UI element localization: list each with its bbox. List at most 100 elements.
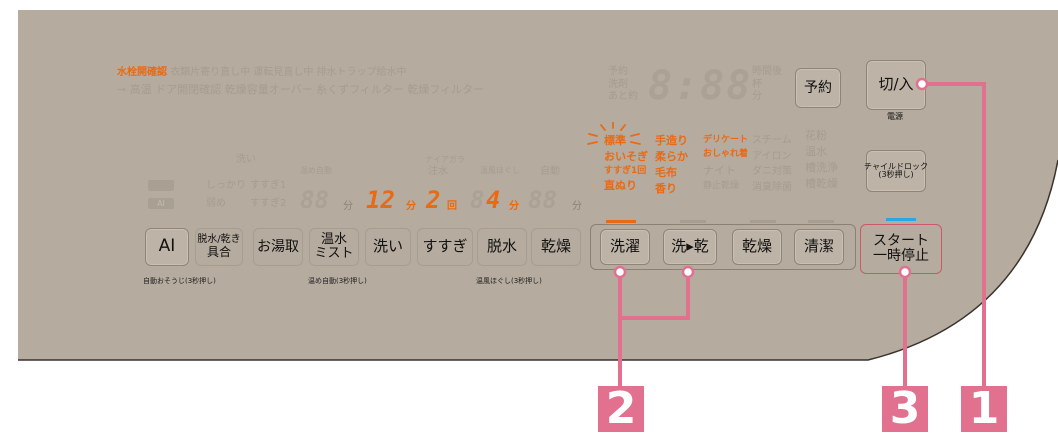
- digit-rinse-count: 2: [426, 186, 441, 214]
- display-label-detergent: 洗剤: [608, 78, 628, 90]
- indicator-start: [886, 218, 916, 221]
- course-tub-wash: 槽洗浄: [805, 160, 838, 174]
- course-quick: おいそぎ: [604, 149, 648, 163]
- unit-min-spin: 分: [509, 201, 519, 212]
- status-dry-filter: 乾燥フィルター: [407, 83, 485, 96]
- ai-sublabel: 自動おそうじ(3秒押し): [143, 277, 216, 285]
- child-lock-label: チャイルドロック: [864, 161, 928, 171]
- course-iron: アイロン: [752, 150, 792, 162]
- unit-min-wash: 分: [406, 201, 416, 212]
- display-label-reserve: 予約: [608, 66, 628, 77]
- course-col-4: スチーム アイロン ダニ対策 消臭除菌: [752, 133, 792, 195]
- child-lock-hint: (3秒押し): [878, 170, 914, 179]
- digit-spin-tens: 8: [470, 186, 485, 214]
- spin-dry-level-label-bot: 具合: [206, 244, 231, 259]
- power-sublabel: 電源: [887, 112, 903, 121]
- indicator-wash-dry: [680, 220, 706, 223]
- ai-button[interactable]: AI: [145, 228, 189, 266]
- status-lint-filter: 糸くずフィルター: [316, 83, 404, 96]
- label-rinse2: すすぎ2: [250, 198, 287, 209]
- course-col-2: 手造り 柔らか 毛布 香り: [655, 133, 688, 197]
- status-high-temp: 高温: [129, 83, 152, 96]
- digit-temp-dim: 88: [300, 186, 329, 214]
- label-wash: 洗い: [236, 154, 256, 165]
- course-col-5: 花粉 温水 槽洗浄 槽乾燥: [805, 128, 838, 192]
- label-thorough: しっかり: [206, 180, 246, 191]
- spin-dry-level-button[interactable]: 脱水/乾き 具合: [195, 228, 243, 266]
- course-warm-water: 温水: [805, 144, 827, 158]
- course-handmade: 手造り: [655, 134, 688, 147]
- digit-dry-dim: 88: [528, 186, 557, 214]
- course-static-dry: 静止乾燥: [703, 181, 740, 192]
- course-direct: 直ぬり: [604, 178, 637, 192]
- wash-button[interactable]: 洗い: [365, 228, 411, 266]
- warm-mist-label-bot: ミスト: [314, 246, 354, 261]
- status-drain-trap: 排水トラップ給水中: [316, 67, 407, 78]
- key-icon: ⊸: [117, 83, 127, 96]
- warm-air-sublabel: 温風ほぐし(3秒押し): [476, 277, 542, 285]
- child-lock-button[interactable]: チャイルドロック (3秒押し): [864, 150, 928, 192]
- warm-mist-label-top: 温水: [320, 232, 347, 248]
- status-operation-review: 運転見直し中: [253, 67, 314, 78]
- time-display: 8:88: [648, 63, 753, 109]
- course-scent: 香り: [655, 181, 677, 195]
- callout-step-1: 1: [961, 386, 1007, 432]
- course-night: ナイト: [703, 163, 736, 177]
- course-delicate: デリケート: [703, 135, 749, 145]
- callout-step-3: 3: [882, 386, 928, 432]
- spin-dry-level-label-top: 脱水/乾き: [197, 234, 241, 246]
- status-dry-over: 乾燥容量オーバー: [224, 83, 313, 96]
- unit-min-dry: 分: [572, 201, 582, 212]
- mode-chip-1: [148, 180, 174, 191]
- panel-curved-edge: [18, 159, 1058, 370]
- course-standard: 標準: [604, 134, 626, 147]
- display-label-hours-later: 時間後: [752, 66, 782, 77]
- label-auto: 自動: [540, 166, 560, 177]
- mode-chip-ai: AI: [148, 198, 174, 209]
- indicator-wash-active: [606, 220, 636, 223]
- wash-dry-course-button[interactable]: 洗▸乾: [663, 229, 717, 265]
- spin-button[interactable]: 脱水: [477, 228, 527, 266]
- label-weak: 弱め: [206, 198, 226, 209]
- course-pollen: 花粉: [805, 129, 827, 142]
- clean-course-button[interactable]: 清潔: [794, 229, 844, 265]
- display-label-remaining: あと約: [608, 91, 638, 102]
- course-rinse-once: すすぎ1回: [604, 165, 647, 176]
- course-deodorize: 消臭除菌: [752, 181, 792, 193]
- bath-water-button[interactable]: お湯取: [253, 228, 303, 266]
- callout-step-2: 2: [598, 386, 644, 432]
- rinse-button[interactable]: すすぎ: [417, 228, 473, 266]
- pause-label: 一時停止: [873, 248, 929, 264]
- unit-times: 回: [447, 201, 457, 212]
- dry-course-button[interactable]: 乾燥: [732, 229, 782, 265]
- label-warm-air: 温風ほぐし: [480, 166, 520, 175]
- status-laundry-imbalance: 衣類片寄り直し中: [170, 67, 251, 78]
- label-niagara: ナイアガラ: [425, 155, 465, 164]
- course-button-group: [590, 224, 856, 270]
- reserve-button[interactable]: 予約: [795, 68, 841, 108]
- dry-setting-button[interactable]: 乾燥: [531, 228, 581, 266]
- unit-min-temp: 分: [343, 201, 353, 212]
- label-warm-auto: 温め自動: [300, 166, 332, 175]
- course-fashion: おしゃれ着: [703, 149, 749, 160]
- display-label-minutes: 分: [752, 91, 762, 102]
- course-blanket: 毛布: [655, 165, 677, 179]
- course-soft: 柔らか: [655, 149, 688, 163]
- course-steam: スチーム: [752, 135, 792, 146]
- start-label: スタート: [873, 233, 929, 250]
- indicator-dry: [750, 220, 776, 223]
- digit-wash-minutes: 12: [366, 186, 395, 214]
- course-tub-dry: 槽乾燥: [805, 176, 838, 190]
- status-door-check: ドア開閉確認: [155, 83, 222, 96]
- course-col-3: デリケート おしゃれ着 ナイト 静止乾燥: [703, 133, 748, 194]
- warm-mist-button[interactable]: 温水 ミスト: [309, 228, 359, 266]
- digit-spin-minutes: 4: [486, 186, 501, 214]
- standard-blink-icon: [587, 122, 641, 145]
- course-mite: ダニ対策: [752, 166, 792, 177]
- warm-auto-sublabel: 温め自動(3秒押し): [308, 277, 367, 285]
- label-pour-water: 注水: [428, 166, 448, 177]
- washing-course-button[interactable]: 洗濯: [600, 229, 650, 265]
- course-col-1: 標準 おいそぎ すすぎ1回 直ぬり: [604, 133, 648, 194]
